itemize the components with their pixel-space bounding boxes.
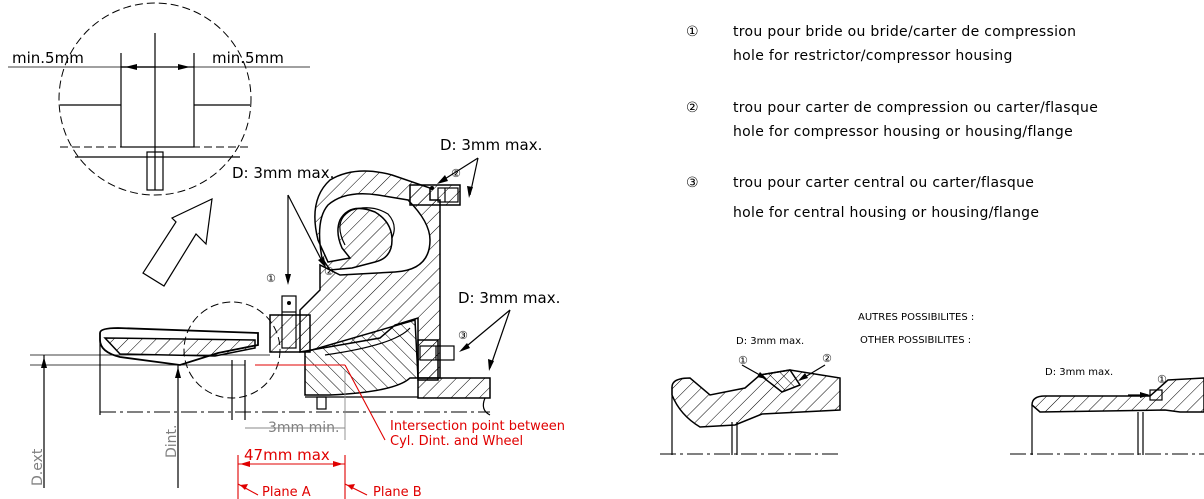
marker-1-variant-a: ① [738, 354, 748, 367]
main-section [99, 170, 491, 420]
legend-en-3: hole for central housing or housing/flan… [733, 205, 1039, 221]
min-left-label: min.5mm [12, 49, 84, 67]
zoom-arrow-icon [142, 197, 213, 287]
legend: ① trou pour bride ou bride/carter de com… [686, 24, 1098, 221]
legend-marker-1: ① [686, 24, 699, 40]
other-d-a: D: 3mm max. [736, 336, 804, 347]
marker-1-main: ① [266, 272, 276, 285]
marker-1-variant-b: ① [1157, 373, 1167, 386]
leaders [285, 157, 511, 371]
dimension-lines [30, 354, 386, 499]
marker-3-main: ③ [458, 329, 468, 342]
other-d-b: D: 3mm max. [1045, 367, 1113, 378]
intersection-label-1: Intersection point between [390, 419, 565, 434]
other-title-fr: AUTRES POSSIBILITES : [858, 312, 974, 323]
d-top-label: D: 3mm max. [440, 136, 542, 154]
legend-en-2: hole for compressor housing or housing/f… [733, 124, 1073, 140]
marker-2-main: ② [324, 265, 334, 278]
variant-b-section [1010, 377, 1204, 455]
marker-2-top: ② [451, 167, 461, 180]
min-right-label: min.5mm [212, 49, 284, 67]
legend-marker-2: ② [686, 100, 699, 116]
legend-fr-2: trou pour carter de compression ou carte… [733, 100, 1098, 116]
legend-marker-3: ③ [686, 175, 699, 191]
detail-view [8, 2, 310, 196]
dint-label: Dint. [164, 425, 180, 458]
variant-a-section [660, 364, 841, 455]
legend-fr-3: trou pour carter central ou carter/flasq… [733, 175, 1034, 191]
intersection-label-2: Cyl. Dint. and Wheel [390, 434, 523, 449]
other-title-en: OTHER POSSIBILITES : [860, 335, 971, 346]
dext-label: D.ext [30, 448, 46, 486]
min3-label: 3mm min. [268, 420, 339, 436]
legend-fr-1: trou pour bride ou bride/carter de compr… [733, 24, 1076, 40]
plane-b-label: Plane B [373, 485, 422, 499]
marker-2-variant-a: ② [822, 352, 832, 365]
plane-a-label: Plane A [262, 485, 311, 499]
d-left-label: D: 3mm max. [232, 164, 334, 182]
d-right-label: D: 3mm max. [458, 289, 560, 307]
legend-en-1: hole for restrictor/compressor housing [733, 48, 1013, 64]
max47-label: 47mm max [244, 446, 330, 464]
